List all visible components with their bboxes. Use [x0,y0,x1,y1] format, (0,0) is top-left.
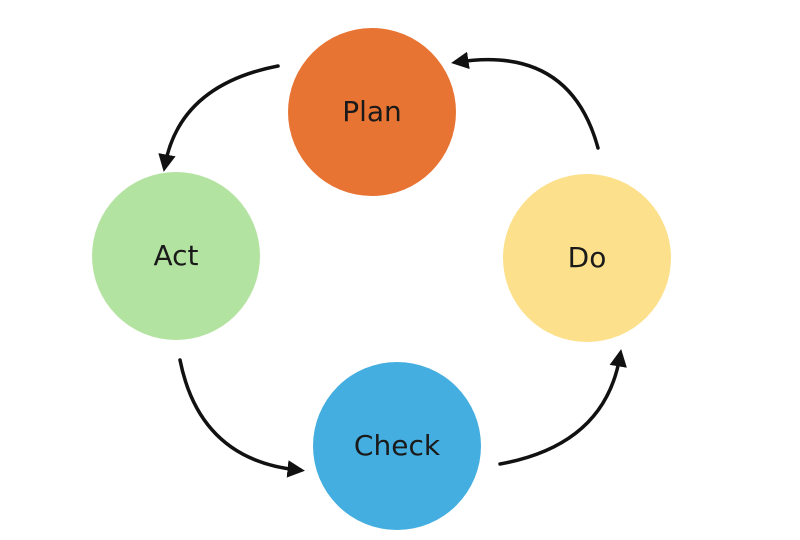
node-plan-circle [288,28,456,196]
node-act: Act [92,172,260,340]
node-plan-label: Plan [342,95,402,128]
node-do: Do [503,174,671,342]
node-act-circle [92,172,260,340]
arrow-check-to-do [498,349,627,466]
node-do-circle [503,174,671,342]
arrow-act-to-check [178,358,305,478]
node-check-circle [313,362,481,530]
node-do-label: Do [568,241,607,274]
node-act-label: Act [153,239,198,272]
node-check: Check [313,362,481,530]
arrow-plan-to-act [158,64,280,172]
node-plan: Plan [288,28,456,196]
node-check-label: Check [354,429,441,462]
arrow-do-to-plan [451,51,600,150]
